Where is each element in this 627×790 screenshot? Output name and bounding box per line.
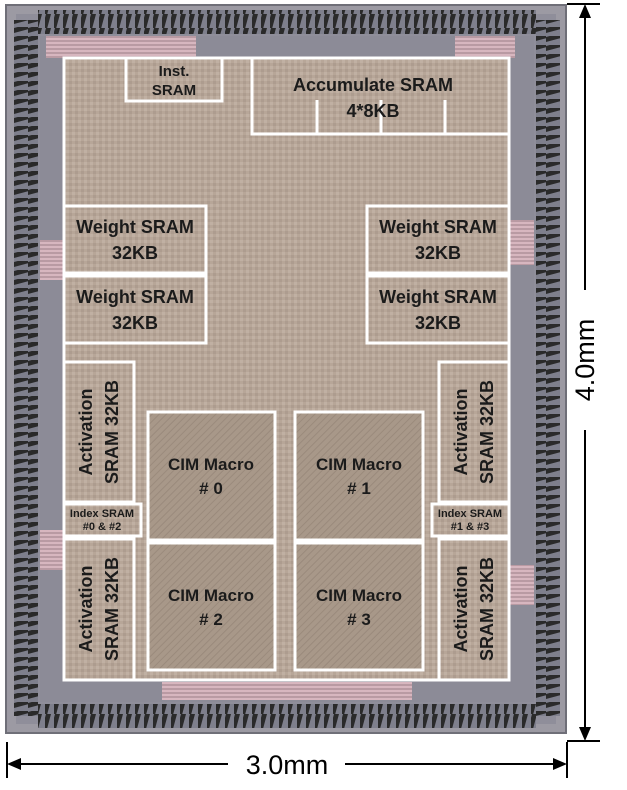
weight-sram-label-1: Weight SRAM — [379, 217, 497, 237]
arrow-down-icon — [579, 727, 591, 741]
io-cells-top — [46, 36, 196, 58]
activation-sram-label-2: SRAM 32KB — [477, 557, 497, 661]
pads-left — [14, 20, 38, 716]
activation-sram-label-2: SRAM 32KB — [102, 557, 122, 661]
core-area — [64, 58, 509, 680]
cim-macro-3-index: # 3 — [347, 610, 371, 629]
index-sram-left-label-2: #0 & #2 — [83, 521, 122, 533]
cim-macro-0-index: # 0 — [199, 479, 223, 498]
accumulate-sram-label-1: Accumulate SRAM — [293, 75, 453, 95]
weight-sram-size: 32KB — [112, 243, 158, 263]
cim-macro-0: CIM Macro # 0 — [148, 412, 275, 540]
io-cells-left — [40, 240, 65, 280]
height-dimension: 4.0mm — [567, 4, 600, 741]
weight-sram-size: 32KB — [112, 313, 158, 333]
weight-sram-size: 32KB — [415, 243, 461, 263]
io-cells-bottom — [162, 682, 412, 700]
activation-sram-label-1: Activation — [451, 565, 471, 652]
io-cells-left-2 — [40, 530, 65, 570]
index-sram-left-label-1: Index SRAM — [70, 508, 134, 520]
activation-sram-label-1: Activation — [451, 388, 471, 475]
arrow-left-icon — [7, 758, 21, 770]
io-cells-top-right — [455, 36, 515, 58]
cim-macro-3-label: CIM Macro — [316, 586, 402, 605]
index-sram-right-label-1: Index SRAM — [438, 508, 502, 520]
cim-macro-3: CIM Macro # 3 — [295, 543, 423, 670]
weight-sram-label-1: Weight SRAM — [76, 287, 194, 307]
io-cells-right-2 — [509, 565, 534, 605]
io-cells-right — [509, 220, 534, 265]
weight-sram-label-1: Weight SRAM — [76, 217, 194, 237]
activation-sram-label-1: Activation — [76, 565, 96, 652]
cim-macro-1: CIM Macro # 1 — [295, 412, 423, 540]
cim-macro-1-index: # 1 — [347, 479, 371, 498]
arrow-right-icon — [553, 758, 567, 770]
activation-sram-label-2: SRAM 32KB — [102, 380, 122, 484]
pads-right — [536, 20, 560, 716]
cim-macro-1-label: CIM Macro — [316, 455, 402, 474]
activation-sram-label-2: SRAM 32KB — [477, 380, 497, 484]
accumulate-sram-label-2: 4*8KB — [346, 101, 399, 121]
weight-sram-label-1: Weight SRAM — [379, 287, 497, 307]
activation-sram-label-1: Activation — [76, 388, 96, 475]
pads-top — [38, 10, 536, 34]
height-dimension-label: 4.0mm — [570, 319, 600, 402]
inst-sram-label-1: Inst. — [159, 63, 190, 80]
width-dimension: 3.0mm — [7, 742, 567, 780]
width-dimension-label: 3.0mm — [246, 750, 329, 780]
index-sram-right-label-2: #1 & #3 — [451, 521, 490, 533]
cim-macro-2-label: CIM Macro — [168, 586, 254, 605]
cim-macro-0-label: CIM Macro — [168, 455, 254, 474]
cim-macro-2: CIM Macro # 2 — [148, 543, 275, 670]
inst-sram-label-2: SRAM — [152, 82, 196, 99]
pads-bottom — [38, 704, 536, 728]
weight-sram-size: 32KB — [415, 313, 461, 333]
arrow-up-icon — [579, 4, 591, 18]
cim-macro-2-index: # 2 — [199, 610, 223, 629]
